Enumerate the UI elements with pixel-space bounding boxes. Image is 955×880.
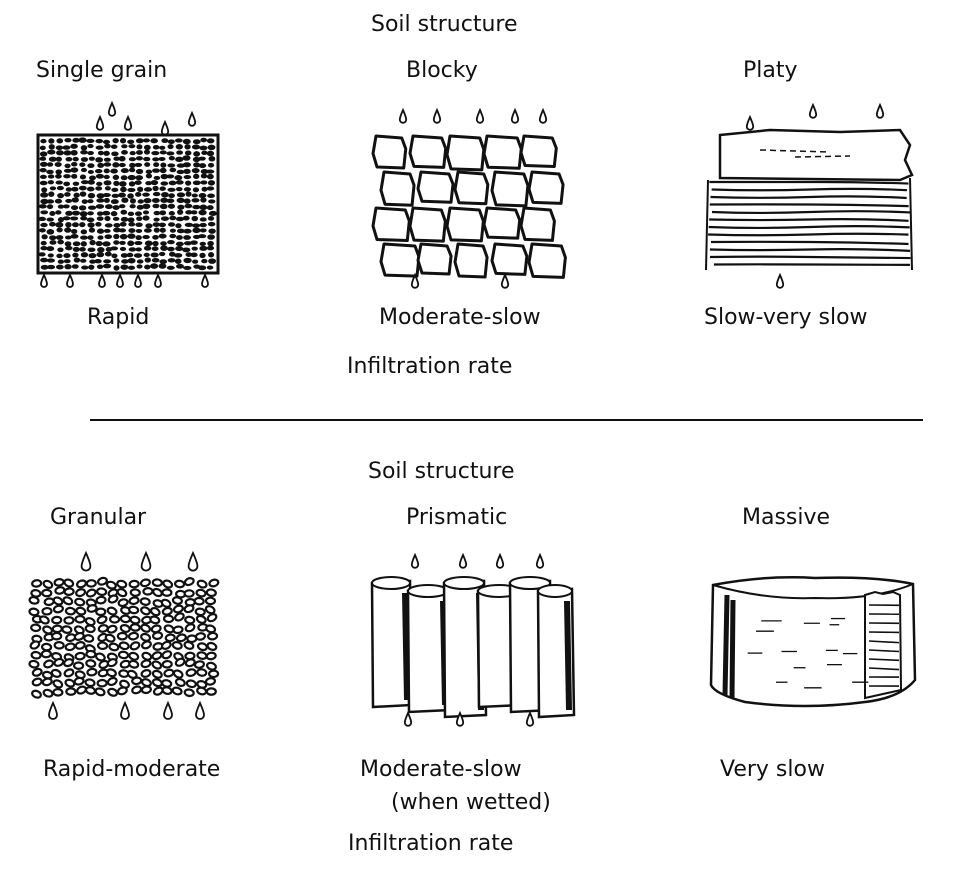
- water-drop-icon: [154, 272, 162, 288]
- plate-pattern: [705, 177, 913, 271]
- water-drop-icon: [160, 119, 170, 136]
- very-slow-rate-label: Very slow: [720, 757, 825, 782]
- water-drop-icon: [140, 550, 152, 572]
- water-drop-icon: [875, 102, 885, 119]
- water-drop-icon: [432, 107, 442, 124]
- water-drop-icon: [475, 107, 485, 124]
- single-grain-label: Single grain: [36, 58, 168, 83]
- top-infiltration-rate-label: Infiltration rate: [347, 354, 513, 379]
- prismatic-label: Prismatic: [406, 505, 508, 530]
- massive-texture: [747, 604, 900, 689]
- water-drop-icon: [120, 700, 130, 720]
- water-drops-bottom: [40, 272, 209, 288]
- rapid-moderate-rate-label: Rapid-moderate: [43, 757, 221, 782]
- blocky-label: Blocky: [406, 58, 478, 83]
- single-grain-illustration: [36, 100, 220, 288]
- granular-illustration: [28, 550, 220, 720]
- water-drop-icon: [116, 272, 124, 288]
- water-drop-icon: [458, 552, 468, 569]
- block-pattern: [371, 134, 567, 279]
- bottom-section-title: Soil structure: [368, 459, 515, 484]
- prismatic-rate-label: Moderate-slow: [360, 757, 522, 782]
- massive-illustration: [709, 576, 917, 708]
- water-drop-icon: [80, 550, 92, 572]
- water-drop-icon: [455, 710, 465, 727]
- water-drop-icon: [107, 100, 117, 117]
- water-drop-icon: [187, 110, 197, 127]
- water-drop-icon: [398, 107, 408, 124]
- granule-pattern: [28, 576, 220, 699]
- platy-label: Platy: [743, 58, 798, 83]
- bottom-infiltration-rate-label: Infiltration rate: [348, 831, 514, 856]
- water-drops-top: [745, 102, 885, 131]
- prismatic-illustration: [370, 552, 576, 727]
- water-drops-top: [398, 107, 548, 124]
- water-drops-bottom: [403, 710, 535, 727]
- water-drops-top: [80, 550, 199, 572]
- slow-very-slow-rate-label: Slow-very slow: [704, 305, 868, 330]
- water-drop-icon: [66, 272, 74, 288]
- water-drop-icon: [163, 700, 173, 720]
- water-drop-icon: [40, 272, 48, 288]
- water-drop-icon: [48, 700, 58, 720]
- moderate-slow-rate-label: Moderate-slow: [379, 305, 541, 330]
- granular-label: Granular: [50, 505, 147, 530]
- water-drop-icon: [410, 552, 420, 569]
- water-drops-bottom: [775, 272, 785, 289]
- platy-illustration: [705, 102, 914, 289]
- water-drops-bottom: [410, 272, 510, 289]
- water-drop-icon: [495, 552, 505, 569]
- water-drop-icon: [775, 272, 785, 289]
- water-drop-icon: [745, 114, 755, 131]
- rapid-rate-label: Rapid: [87, 305, 150, 330]
- water-drop-icon: [201, 272, 209, 288]
- water-drop-icon: [403, 710, 413, 727]
- massive-label: Massive: [742, 505, 831, 530]
- water-drop-icon: [525, 710, 535, 727]
- water-drop-icon: [535, 552, 545, 569]
- prismatic-rate-note: (when wetted): [391, 790, 551, 815]
- water-drop-icon: [410, 272, 420, 289]
- water-drop-icon: [123, 114, 133, 131]
- water-drops-top: [410, 552, 545, 569]
- blocky-illustration: [371, 107, 567, 289]
- water-drop-icon: [95, 114, 105, 131]
- water-drop-icon: [195, 700, 205, 720]
- water-drops-bottom: [48, 700, 205, 720]
- water-drop-icon: [98, 272, 106, 288]
- water-drop-icon: [134, 272, 142, 288]
- section-divider: [90, 419, 923, 421]
- water-drops-top: [95, 100, 197, 136]
- top-section-title: Soil structure: [371, 12, 518, 37]
- water-drop-icon: [510, 107, 520, 124]
- water-drop-icon: [187, 550, 199, 572]
- water-drop-icon: [538, 107, 548, 124]
- water-drop-icon: [808, 102, 818, 119]
- water-drop-icon: [500, 272, 510, 289]
- prism-pattern: [370, 576, 576, 719]
- grain-pattern: [38, 137, 218, 271]
